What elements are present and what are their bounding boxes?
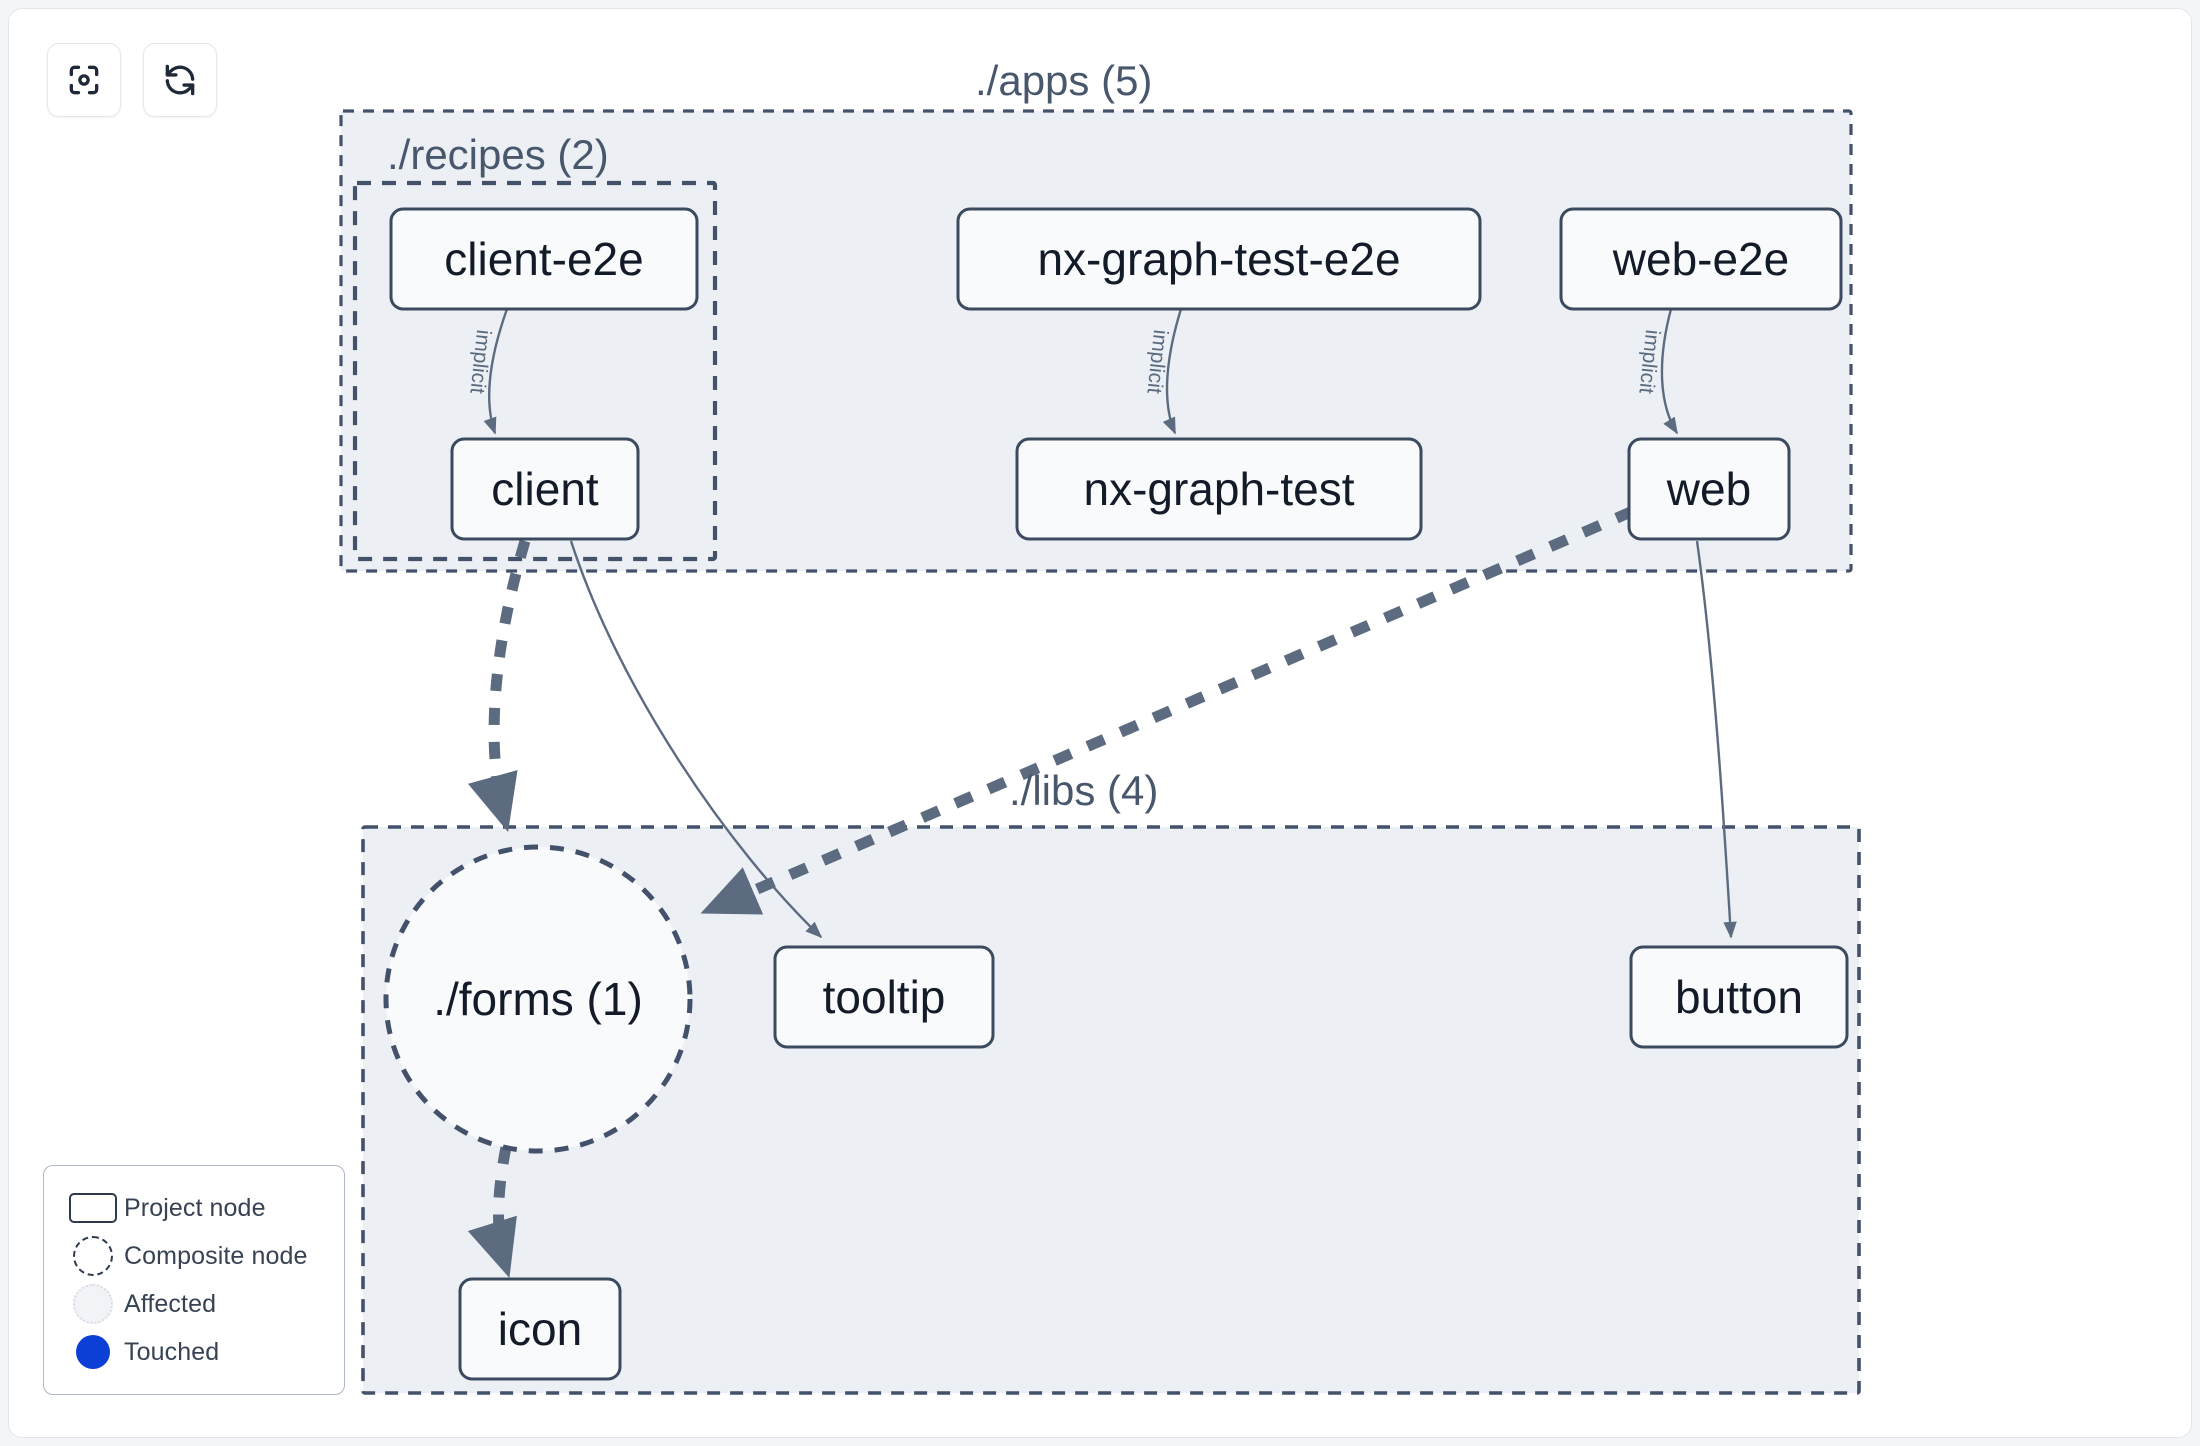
node-forms-composite[interactable]: [383, 844, 693, 1154]
graph-legend: Project node Composite node Affected Tou…: [43, 1165, 345, 1395]
edge-nxgraphteste2e-to-nxgraphtest[interactable]: [1162, 308, 1183, 435]
edge-client-e2e-to-client[interactable]: [483, 308, 509, 435]
node-tooltip[interactable]: [773, 945, 995, 1049]
focus-graph-button[interactable]: [47, 43, 121, 117]
group-libs[interactable]: [361, 825, 1861, 1395]
legend-item-composite-node: Composite node: [62, 1232, 324, 1280]
touched-glyph: [62, 1335, 124, 1369]
node-nx-graph-test-e2e[interactable]: [956, 207, 1482, 311]
composite-node-glyph: [62, 1236, 124, 1276]
graph-toolbar: [47, 43, 217, 117]
viewfinder-icon: [69, 65, 99, 95]
edge-forms-to-icon[interactable]: [467, 1145, 517, 1278]
node-web-e2e[interactable]: [1559, 207, 1843, 311]
graph-canvas[interactable]: ./apps (5) ./recipes (2) ./libs (4) clie…: [8, 8, 2192, 1438]
legend-item-touched: Touched: [62, 1328, 324, 1376]
edge-webe2e-to-web[interactable]: [1660, 308, 1679, 435]
node-nx-graph-test[interactable]: [1015, 437, 1423, 541]
legend-item-project-node: Project node: [62, 1184, 324, 1232]
node-client[interactable]: [450, 437, 640, 541]
project-node-glyph: [62, 1193, 124, 1223]
legend-label-composite-node: Composite node: [124, 1241, 308, 1270]
legend-item-affected: Affected: [62, 1280, 324, 1328]
node-button[interactable]: [1629, 945, 1849, 1049]
node-web[interactable]: [1627, 437, 1791, 541]
affected-glyph: [62, 1284, 124, 1324]
refresh-icon: [165, 64, 195, 96]
legend-label-touched: Touched: [124, 1337, 220, 1366]
edge-web-to-button[interactable]: [1695, 540, 1737, 939]
node-icon[interactable]: [458, 1277, 622, 1381]
refresh-graph-button[interactable]: [143, 43, 217, 117]
edge-web-to-forms[interactable]: [700, 505, 1636, 915]
legend-label-project-node: Project node: [124, 1193, 266, 1222]
project-graph-svg: [339, 109, 1861, 1395]
edge-client-to-tooltip[interactable]: [569, 540, 823, 939]
node-client-e2e[interactable]: [389, 207, 699, 311]
legend-label-affected: Affected: [124, 1289, 217, 1318]
edge-client-to-forms[interactable]: [467, 539, 531, 833]
